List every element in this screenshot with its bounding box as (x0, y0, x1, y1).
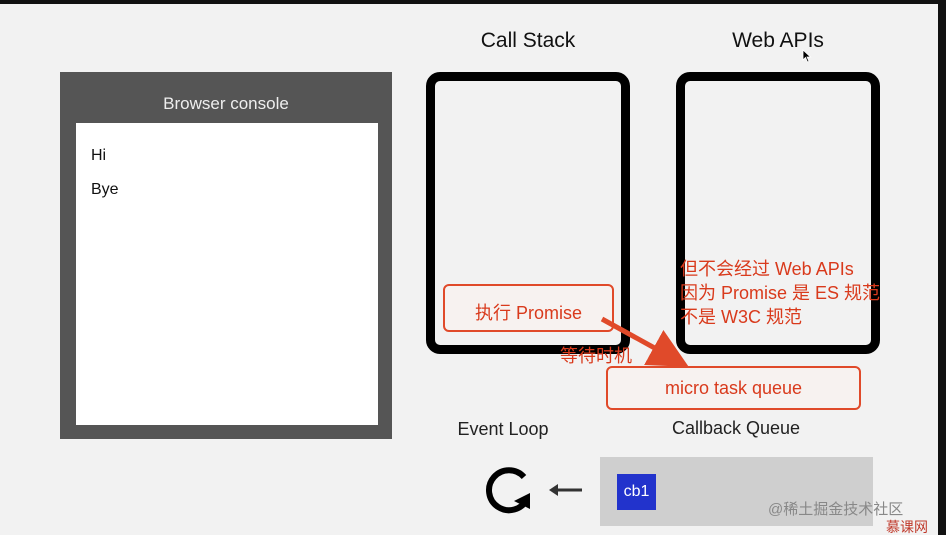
call-stack-box (426, 72, 630, 354)
call-stack-item: 执行 Promise (443, 284, 614, 332)
note-line: 但不会经过 Web APIs (680, 259, 854, 279)
micro-task-queue: micro task queue (606, 366, 861, 410)
web-apis-box (676, 72, 880, 354)
mouse-cursor-icon (802, 49, 812, 63)
callback-queue-item: cb1 (617, 474, 656, 510)
note-line: 不是 W3C 规范 (680, 307, 803, 327)
callback-queue: cb1 (600, 457, 873, 526)
callback-queue-label: Callback Queue (671, 418, 801, 438)
web-apis-label: Web APIs (732, 29, 824, 52)
event-loop-label: Event Loop (457, 419, 549, 439)
watermark: @稀土掘金技术社区 (768, 501, 904, 518)
console-output: Hi Bye (76, 123, 378, 425)
console-title: Browser console (163, 94, 289, 113)
call-stack-label: Call Stack (480, 29, 576, 52)
console-line: Bye (91, 181, 119, 198)
slide: Browser console Hi Bye Call Stack Web AP… (0, 4, 938, 535)
call-stack-item-label: 执行 Promise (474, 303, 582, 323)
browser-console: Browser console Hi Bye (60, 72, 392, 439)
micro-task-queue-label: micro task queue (664, 378, 803, 398)
console-line: Hi (91, 147, 107, 164)
left-arrow-icon (549, 484, 582, 496)
red-arrow-icon (600, 316, 689, 367)
refresh-loop-icon (486, 467, 530, 514)
arrow-note: 等待时机 (560, 346, 632, 366)
note-line: 因为 Promise 是 ES 规范 (680, 283, 881, 303)
brand-logo: 慕课网 (886, 519, 928, 535)
web-apis-note: 但不会经过 Web APIs 因为 Promise 是 ES 规范 不是 W3C… (680, 257, 880, 329)
